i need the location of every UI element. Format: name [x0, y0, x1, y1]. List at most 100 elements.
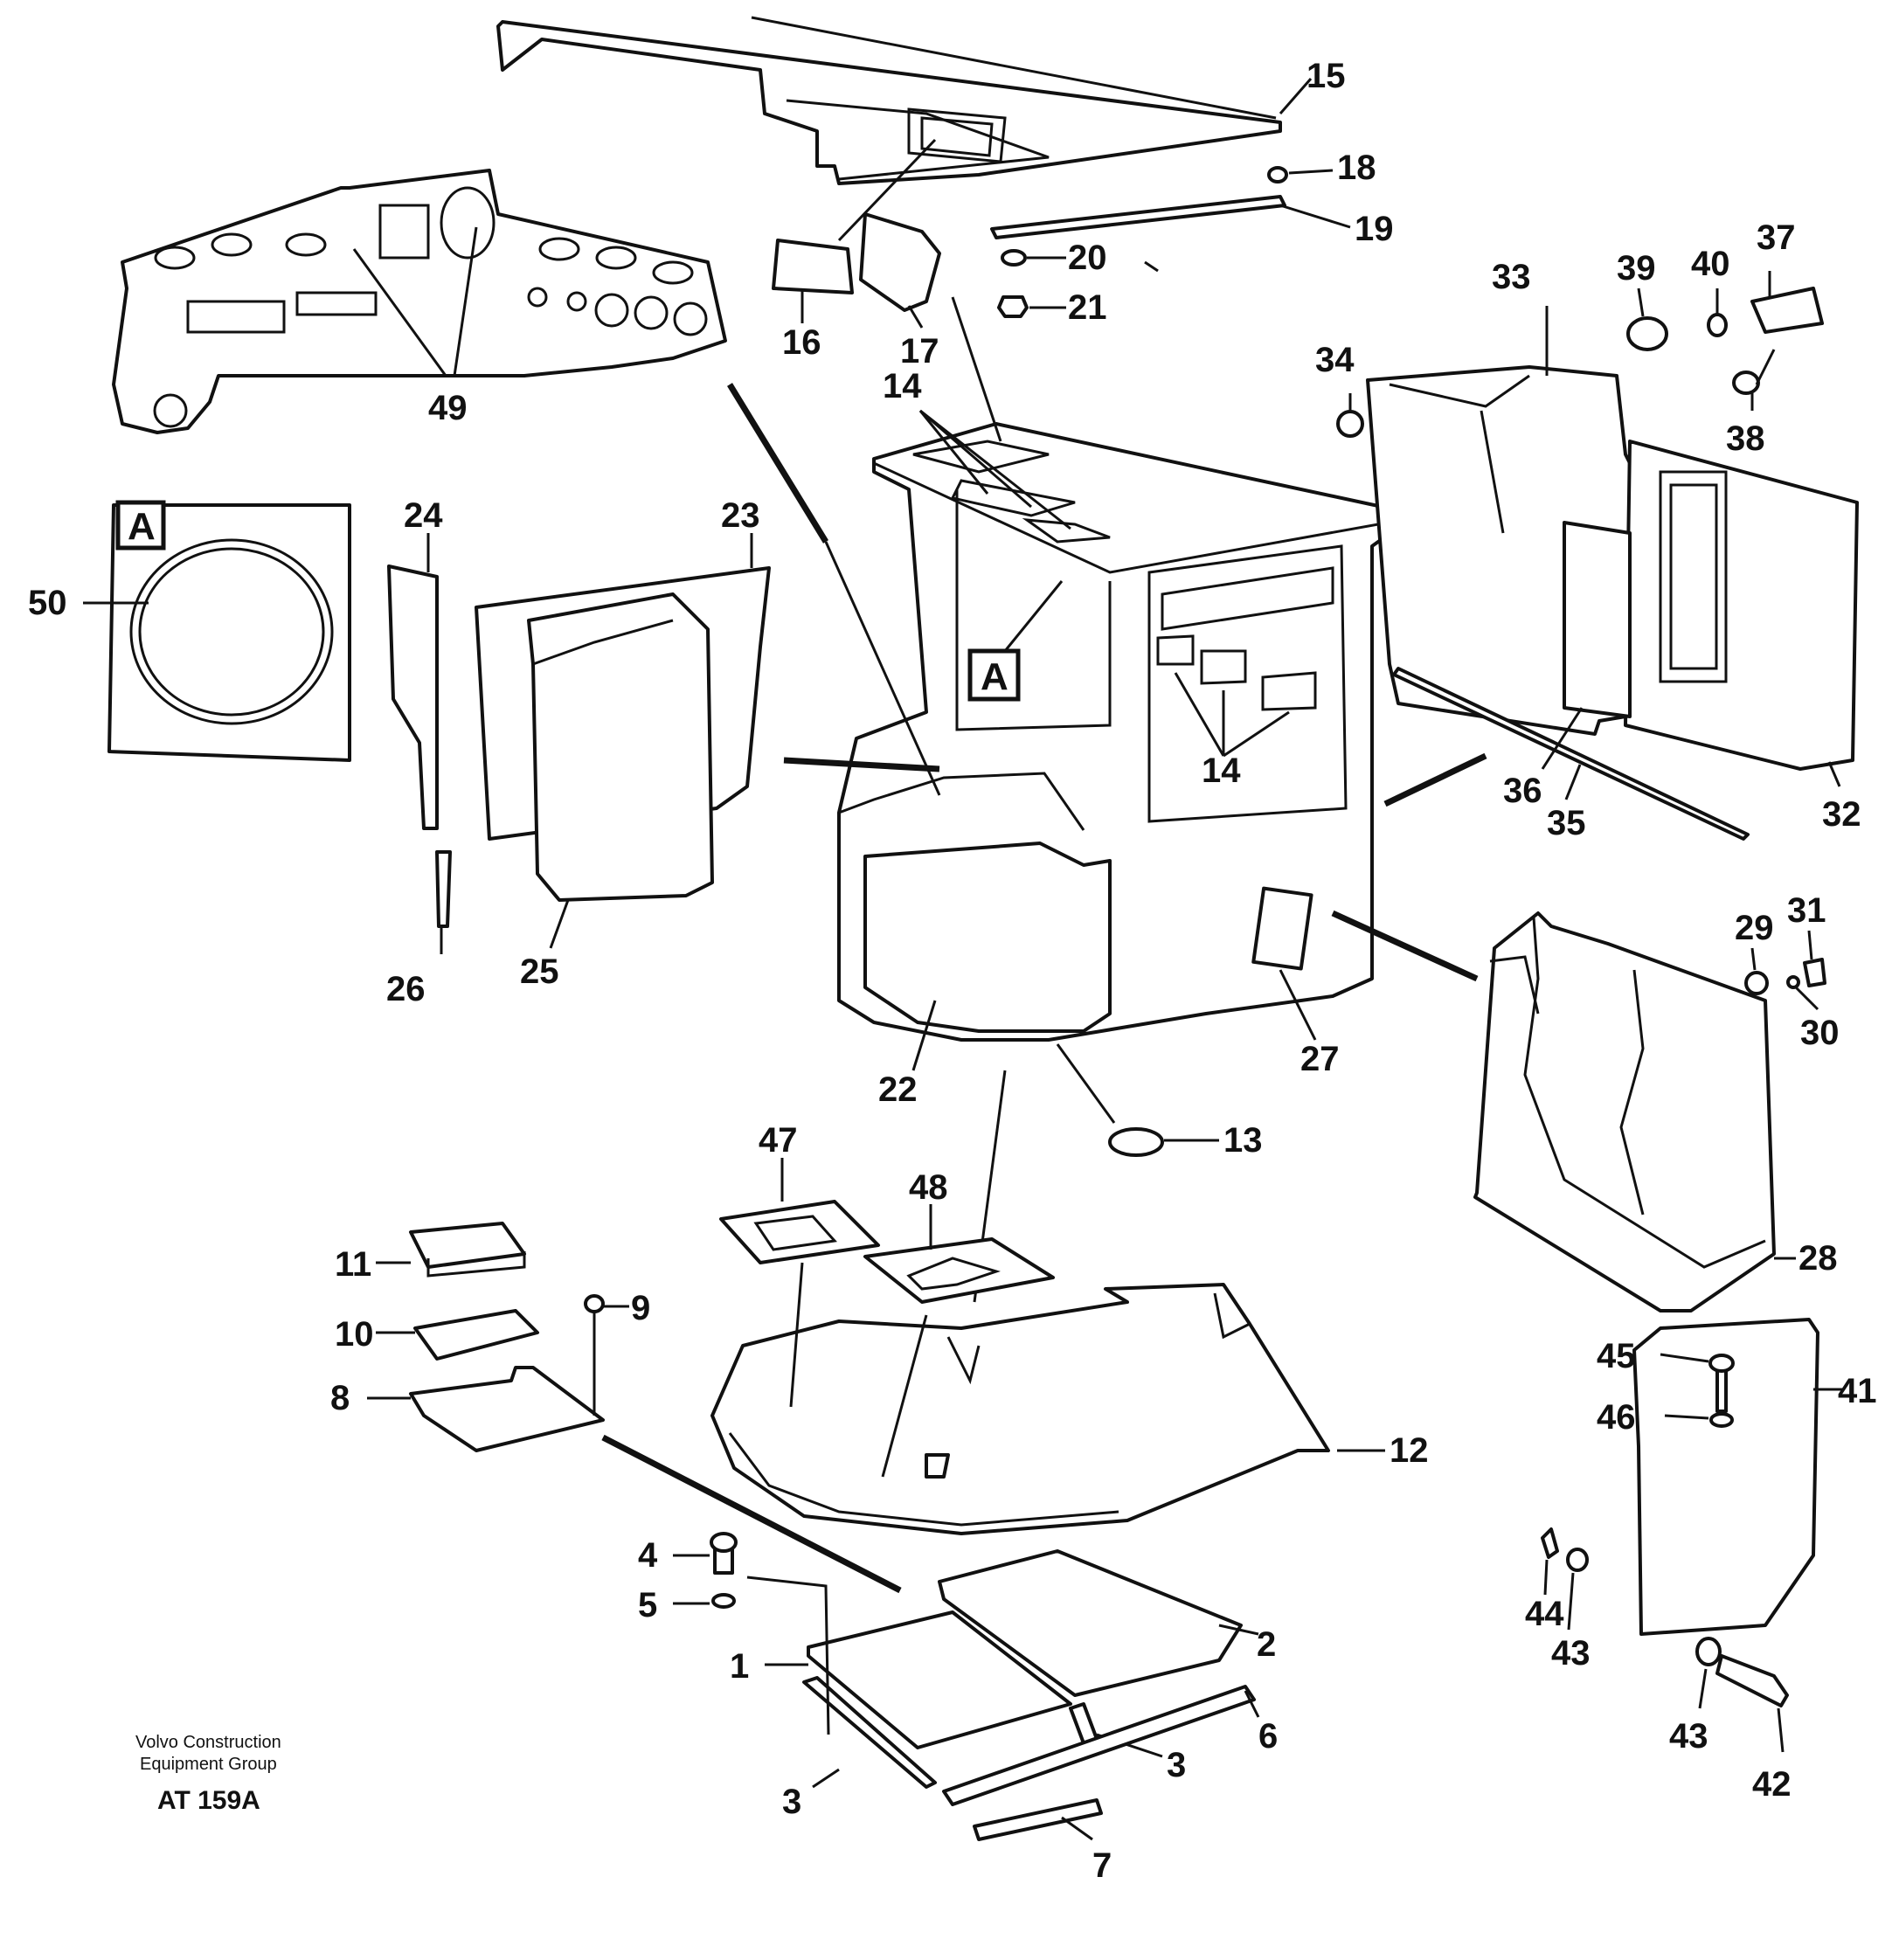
label-44: 44	[1525, 1595, 1564, 1633]
part-5-washer	[711, 1593, 736, 1609]
label-1: 1	[730, 1647, 749, 1686]
detail-a-marker	[115, 500, 166, 551]
part-26-strip	[435, 850, 452, 928]
part-47-plate	[719, 1200, 880, 1264]
label-46: 46	[1597, 1398, 1636, 1437]
label-41: 41	[1838, 1372, 1877, 1410]
part-39-lamp	[1626, 316, 1668, 351]
label-3-b: 3	[1167, 1746, 1186, 1784]
label-34: 34	[1315, 341, 1355, 379]
label-38: 38	[1726, 419, 1765, 458]
part-36-plate	[1563, 521, 1632, 718]
part-34-grommet	[1336, 410, 1364, 438]
part-9-screw	[584, 1294, 605, 1313]
label-24: 24	[404, 496, 443, 535]
label-20: 20	[1068, 239, 1107, 277]
part-41-cover	[1632, 1318, 1819, 1636]
label-27: 27	[1300, 1040, 1340, 1078]
label-14-side: 14	[1202, 751, 1241, 790]
part-43-washer-a	[1566, 1548, 1589, 1572]
dashboard	[112, 169, 727, 434]
part-45-bolt	[1715, 1366, 1728, 1413]
part-10-keypad	[413, 1309, 539, 1361]
part-3-strip-a	[802, 1676, 937, 1789]
part-25-cover	[527, 592, 714, 902]
label-23: 23	[721, 496, 760, 535]
label-32: 32	[1822, 795, 1861, 834]
label-5: 5	[638, 1586, 657, 1624]
part-18-clip	[1267, 166, 1288, 184]
label-4: 4	[638, 1536, 658, 1575]
label-50: 50	[28, 584, 67, 622]
label-16: 16	[782, 323, 821, 362]
label-6: 6	[1258, 1717, 1278, 1756]
part-6-strip	[942, 1685, 1256, 1806]
label-40: 40	[1691, 245, 1730, 283]
part-40-socket	[1707, 313, 1728, 337]
part-48-plate	[863, 1237, 1055, 1304]
label-8: 8	[330, 1379, 350, 1417]
label-12: 12	[1390, 1431, 1429, 1470]
label-28: 28	[1799, 1239, 1838, 1278]
label-2: 2	[1257, 1625, 1276, 1664]
part-43-washer-b	[1695, 1637, 1722, 1666]
part-12-floor	[710, 1283, 1330, 1535]
part-27-label	[1251, 886, 1313, 971]
label-11: 11	[335, 1245, 371, 1284]
label-42: 42	[1752, 1765, 1792, 1804]
label-7: 7	[1092, 1846, 1112, 1885]
part-13-plug	[1108, 1127, 1164, 1157]
part-16-vent	[772, 239, 854, 294]
label-36: 36	[1503, 772, 1542, 810]
part-31-nut	[1803, 958, 1826, 987]
label-43-a: 43	[1551, 1634, 1591, 1673]
cab-detail-a-marker	[967, 648, 1021, 702]
label-21: 21	[1068, 288, 1107, 327]
cab-detail-a-marker-text: A	[981, 655, 1008, 698]
part-38-bulb	[1732, 371, 1760, 395]
part-17-cover	[859, 212, 941, 312]
part-37-housing	[1750, 287, 1824, 334]
part-21-nut	[997, 295, 1029, 318]
part-1-plate	[807, 1610, 1072, 1749]
label-15: 15	[1306, 57, 1346, 95]
credit-line-2: Equipment Group	[140, 1755, 277, 1774]
drawing-code: AT 159A	[157, 1786, 260, 1815]
part-20-washer	[1001, 249, 1027, 267]
label-10: 10	[335, 1315, 374, 1354]
part-42-bolt	[1715, 1654, 1789, 1707]
label-14-top: 14	[883, 367, 922, 405]
label-47: 47	[759, 1121, 798, 1160]
part-8-bracket	[409, 1366, 605, 1452]
label-17: 17	[900, 332, 939, 371]
label-31: 31	[1787, 891, 1826, 930]
label-9: 9	[631, 1289, 650, 1327]
part-2-plate	[938, 1549, 1243, 1697]
label-45: 45	[1597, 1337, 1636, 1375]
label-3-a: 3	[782, 1783, 801, 1821]
part-46-washer	[1709, 1412, 1734, 1428]
detail-a-marker-text: A	[128, 505, 156, 548]
part-3-strip-b	[1069, 1702, 1099, 1745]
label-19: 19	[1355, 210, 1394, 248]
roof-panel	[496, 16, 1282, 185]
part-19-strip	[990, 195, 1286, 239]
label-43-b: 43	[1669, 1717, 1708, 1756]
cab-body	[837, 422, 1404, 1042]
label-48: 48	[909, 1168, 948, 1207]
part-35-rail	[1392, 667, 1750, 841]
label-25: 25	[520, 952, 559, 991]
label-18: 18	[1337, 149, 1376, 187]
label-39: 39	[1617, 249, 1656, 287]
label-13: 13	[1223, 1121, 1263, 1160]
part-30-washer	[1786, 975, 1800, 989]
label-22: 22	[878, 1070, 918, 1109]
part-29-screw	[1744, 971, 1769, 995]
label-37: 37	[1757, 218, 1796, 257]
label-26: 26	[386, 970, 426, 1008]
part-50-ring	[129, 538, 334, 725]
label-29: 29	[1735, 909, 1774, 947]
part-24-seal	[387, 564, 439, 830]
part-7-strip	[973, 1798, 1103, 1841]
